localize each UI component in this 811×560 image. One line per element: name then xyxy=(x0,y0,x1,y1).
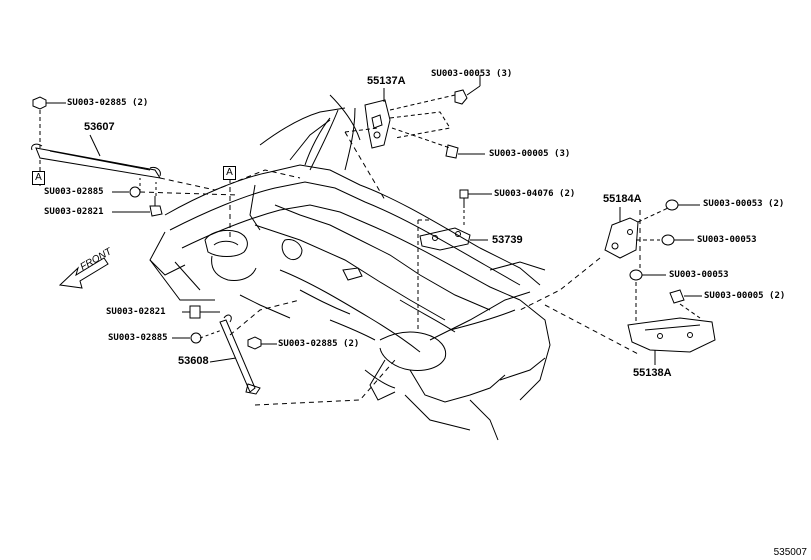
fastener-label: SU003-00053 (3) xyxy=(431,69,513,79)
nut-lower-left xyxy=(172,329,223,344)
diagram-code: 535007 xyxy=(773,547,807,558)
fastener-label: SU003-02821 xyxy=(106,307,166,317)
bolt-55137a xyxy=(445,144,485,159)
part-label-55137a: 55137A xyxy=(367,75,406,87)
bolt-55138a xyxy=(669,289,702,304)
strut-brace-53608 xyxy=(219,314,261,395)
fastener-label: SU003-00005 (3) xyxy=(489,149,571,159)
bolt-lower-left xyxy=(182,305,220,319)
washer-55184a-top xyxy=(665,199,700,211)
part-label-53607: 53607 xyxy=(84,121,115,133)
washer-55184a xyxy=(661,234,694,246)
fastener-label: SU003-02885 xyxy=(44,187,104,197)
bolt-right-53607 xyxy=(112,182,163,217)
fastener-label: SU003-00053 xyxy=(697,235,757,245)
fastener-label: SU003-00053 (2) xyxy=(703,199,785,209)
reference-marker-a: A xyxy=(32,171,45,185)
part-label-53608: 53608 xyxy=(178,355,209,367)
nut-top-left xyxy=(32,96,66,148)
nut-right-53607 xyxy=(112,178,141,198)
bracket-53739 xyxy=(419,227,488,251)
part-label-55184a: 55184A xyxy=(603,193,642,205)
bracket-55137a xyxy=(364,88,391,149)
reference-marker-a: A xyxy=(223,166,236,180)
fastener-label: SU003-00005 (2) xyxy=(704,291,786,301)
front-arrow xyxy=(58,257,109,289)
bolt-53739 xyxy=(459,189,492,228)
fastener-label: SU003-02821 xyxy=(44,207,104,217)
fastener-label: SU003-04076 (2) xyxy=(494,189,576,199)
strut-brace-53607 xyxy=(31,143,162,179)
fastener-label: SU003-00053 xyxy=(669,270,729,280)
fastener-label: SU003-02885 (2) xyxy=(278,339,360,349)
body-structure xyxy=(149,94,551,441)
bracket-55138a xyxy=(627,317,716,365)
nut-53608-right xyxy=(247,336,277,350)
nut-55137a xyxy=(454,75,481,105)
dashed-leaders xyxy=(39,131,641,406)
part-label-53739: 53739 xyxy=(492,234,523,246)
washer-55138a xyxy=(629,269,666,281)
fastener-label: SU003-02885 xyxy=(108,333,168,343)
fastener-label: SU003-02885 (2) xyxy=(67,98,149,108)
bracket-55184a xyxy=(604,207,639,259)
part-label-55138a: 55138A xyxy=(633,367,672,379)
